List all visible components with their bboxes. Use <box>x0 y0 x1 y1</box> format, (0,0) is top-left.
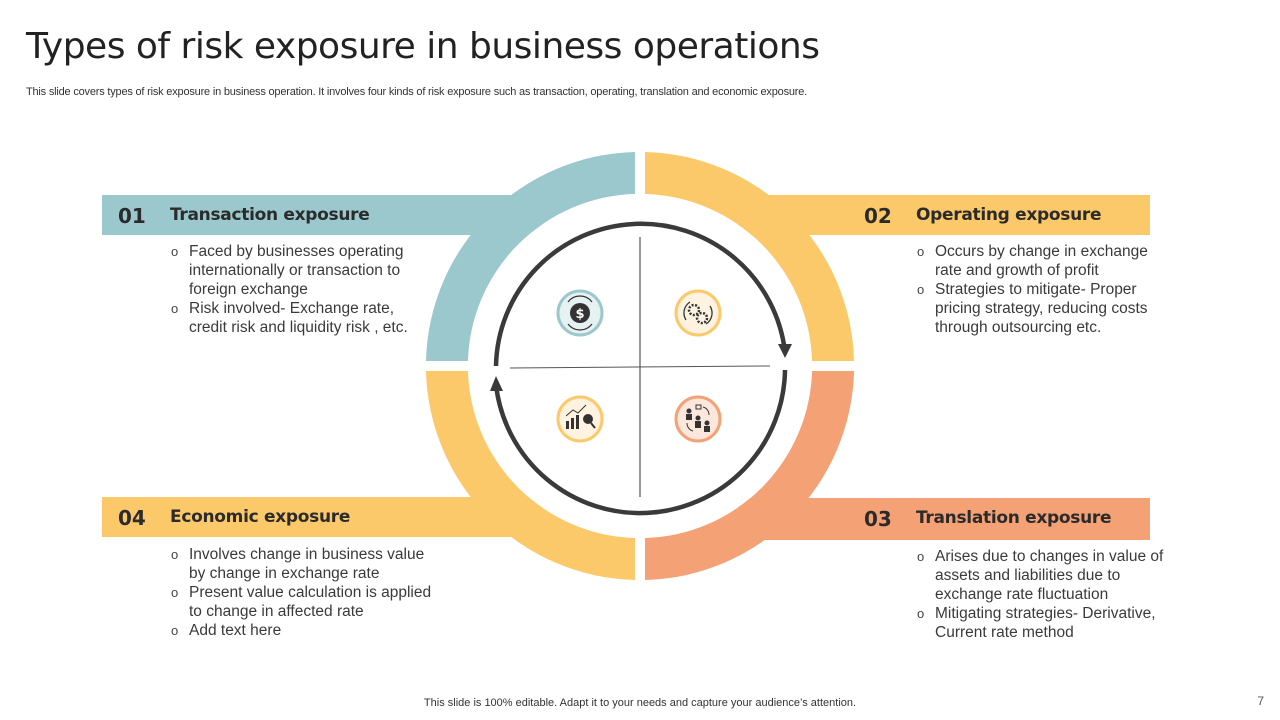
page-number: 7 <box>1257 694 1264 708</box>
section-title: Economic exposure <box>170 507 351 527</box>
section-number: 01 <box>118 204 146 228</box>
chart-search-icon <box>556 395 604 443</box>
section-number: 02 <box>864 204 892 228</box>
band-02-bg <box>738 195 1150 235</box>
ring-quadrant-04 <box>426 371 635 580</box>
band-01-bg <box>102 195 542 235</box>
bullet-item: Faced by businesses operating internatio… <box>171 242 426 299</box>
ring-quadrant-02 <box>645 152 854 361</box>
ring-quadrant-03 <box>645 371 854 580</box>
dollar-exchange-icon: $ <box>556 289 604 337</box>
gears-cycle-icon <box>674 289 722 337</box>
slide-title: Types of risk exposure in business opera… <box>26 26 820 67</box>
bullet-item: Risk involved- Exchange rate, credit ris… <box>171 299 426 337</box>
slide-subtitle: This slide covers types of risk exposure… <box>26 86 808 98</box>
section-03-bullets: Arises due to changes in value of assets… <box>917 547 1177 642</box>
section-number: 03 <box>864 507 892 531</box>
section-title: Operating exposure <box>916 205 1102 225</box>
band-04-bg <box>102 497 542 537</box>
section-04-bullets: Involves change in business value by cha… <box>171 545 441 640</box>
bullet-item: Arises due to changes in value of assets… <box>917 547 1177 604</box>
bullet-item: Add text here <box>171 621 441 640</box>
svg-text:$: $ <box>575 307 584 322</box>
section-title: Transaction exposure <box>170 205 370 225</box>
section-01-header: 01 Transaction exposure <box>102 195 542 235</box>
arrow-head-right-icon <box>778 344 792 358</box>
ring-quadrant-01 <box>426 152 635 361</box>
section-04-header: 04 Economic exposure <box>102 497 542 537</box>
section-01-bullets: Faced by businesses operating internatio… <box>171 242 426 337</box>
bullet-item: Involves change in business value by cha… <box>171 545 441 583</box>
slide-footer: This slide is 100% editable. Adapt it to… <box>423 697 857 709</box>
cycle-arrows <box>493 221 788 516</box>
section-03-header: 03 Translation exposure <box>738 498 1150 538</box>
people-exchange-icon <box>674 395 722 443</box>
bullet-item: Present value calculation is applied to … <box>171 583 441 621</box>
section-title: Translation exposure <box>916 508 1112 528</box>
section-02-bullets: Occurs by change in exchange rate and gr… <box>917 242 1167 337</box>
bullet-item: Strategies to mitigate- Proper pricing s… <box>917 280 1167 337</box>
arrow-head-left-icon <box>490 376 503 391</box>
section-number: 04 <box>118 506 146 530</box>
band-03-bg <box>738 498 1150 540</box>
section-02-header: 02 Operating exposure <box>738 195 1150 235</box>
bullet-item: Mitigating strategies- Derivative, Curre… <box>917 604 1177 642</box>
bullet-item: Occurs by change in exchange rate and gr… <box>917 242 1167 280</box>
